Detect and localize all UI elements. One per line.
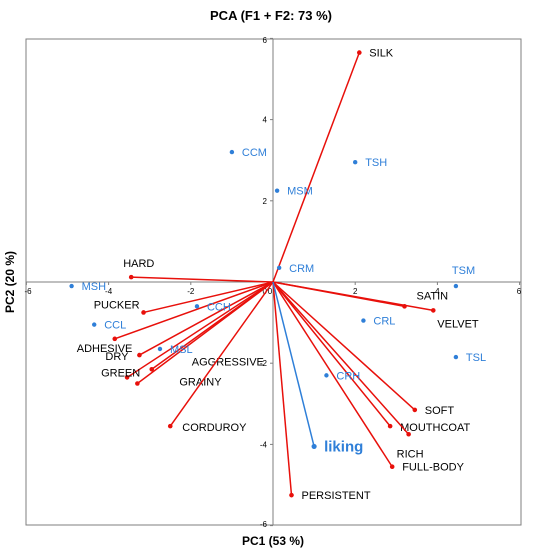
variable-vector bbox=[139, 281, 274, 356]
observation-label: CRH bbox=[336, 370, 360, 382]
observation-label: CRL bbox=[373, 316, 395, 328]
variable-label: MOUTHCOAT bbox=[400, 422, 470, 434]
observation-point bbox=[274, 188, 280, 193]
observation-label: MSL bbox=[170, 344, 193, 356]
variable-label: PUCKER bbox=[94, 299, 140, 311]
y-tick-label: -2 bbox=[260, 359, 268, 368]
variable-label: VELVET bbox=[437, 318, 479, 330]
observation-label: TSL bbox=[466, 352, 486, 364]
variable-vector bbox=[272, 281, 410, 435]
y-tick-label: 4 bbox=[263, 116, 268, 125]
variable-vector bbox=[131, 276, 274, 283]
variable-point bbox=[167, 423, 173, 429]
variable-point bbox=[357, 50, 362, 55]
observation-label: CRM bbox=[289, 263, 314, 275]
observation-label: MSM bbox=[287, 186, 313, 198]
y-tick-label: -4 bbox=[260, 440, 268, 449]
x-tick-label: 6 bbox=[517, 287, 522, 296]
variable-label: DRY bbox=[105, 351, 129, 363]
supplementary-point bbox=[311, 443, 317, 450]
variable-vector bbox=[272, 281, 416, 411]
variable-point bbox=[406, 431, 411, 437]
variable-label: FULL-BODY bbox=[402, 462, 464, 474]
variable-label: AGGRESSIVE bbox=[192, 356, 264, 368]
observation-point bbox=[361, 318, 366, 323]
x-axis-title: PC1 (53 %) bbox=[242, 534, 304, 548]
x-tick-label: 0 bbox=[268, 287, 273, 296]
observation-label: MSH bbox=[82, 281, 107, 293]
variable-vector bbox=[126, 281, 274, 379]
x-tick-label: -4 bbox=[105, 287, 113, 296]
variable-point bbox=[141, 310, 146, 315]
variable-label: RICH bbox=[397, 448, 424, 460]
supplementary-label: liking bbox=[324, 438, 363, 455]
variable-vector bbox=[272, 281, 391, 427]
variable-vector bbox=[136, 281, 274, 385]
observation-point bbox=[453, 283, 459, 289]
variable-point bbox=[149, 366, 155, 372]
y-tick-label: 6 bbox=[263, 36, 268, 45]
chart-title: PCA (F1 + F2: 73 %) bbox=[210, 8, 332, 23]
variable-vector bbox=[272, 281, 293, 496]
x-tick-label: -2 bbox=[187, 287, 195, 296]
observation-label: CCM bbox=[242, 147, 267, 159]
observation-point bbox=[69, 283, 74, 289]
observation-point bbox=[324, 373, 329, 378]
variable-point bbox=[112, 336, 118, 342]
variable-label: PERSISTENT bbox=[301, 490, 370, 502]
y-tick-label: 2 bbox=[263, 197, 268, 206]
observation-point bbox=[229, 149, 235, 155]
variable-point bbox=[430, 308, 436, 313]
x-tick-label: -6 bbox=[24, 287, 32, 296]
variable-label: CORDUROY bbox=[182, 422, 247, 434]
observation-label: CCH bbox=[207, 301, 231, 313]
observation-label: CCL bbox=[104, 320, 126, 332]
observation-point bbox=[92, 322, 97, 327]
y-axis-title: PC2 (20 %) bbox=[3, 251, 17, 313]
variable-vector bbox=[169, 281, 274, 427]
observation-point bbox=[157, 346, 163, 352]
observation-label: TSH bbox=[365, 157, 387, 169]
variable-label: SOFT bbox=[425, 405, 455, 417]
variable-label: GREEN bbox=[101, 367, 140, 379]
variable-point bbox=[124, 375, 130, 380]
supplementary-vector bbox=[272, 281, 315, 447]
y-tick-label: -6 bbox=[260, 520, 268, 529]
variable-label: SATIN bbox=[417, 290, 449, 302]
variable-vector bbox=[272, 281, 393, 468]
variable-point bbox=[128, 274, 134, 280]
variable-label: ADHESIVE bbox=[77, 343, 133, 355]
observation-point bbox=[453, 354, 459, 360]
observation-label: TSM bbox=[452, 265, 475, 277]
variable-label: HARD bbox=[123, 258, 154, 270]
variable-vector bbox=[272, 281, 434, 312]
variable-point bbox=[289, 492, 294, 498]
x-tick-label: 4 bbox=[435, 287, 440, 296]
variable-vector bbox=[114, 281, 274, 340]
variable-point bbox=[412, 407, 418, 413]
x-tick-label: 2 bbox=[353, 287, 358, 296]
y-tick-label: 0 bbox=[263, 287, 268, 296]
observation-point bbox=[194, 304, 200, 309]
variable-point bbox=[135, 381, 140, 386]
variable-vector bbox=[272, 52, 361, 283]
variable-point bbox=[387, 423, 393, 429]
observation-point bbox=[276, 265, 282, 270]
variable-point bbox=[137, 352, 142, 358]
variable-label: SILK bbox=[369, 48, 394, 60]
variable-vector bbox=[143, 281, 274, 314]
observation-point bbox=[353, 160, 358, 165]
variable-point bbox=[389, 464, 395, 470]
